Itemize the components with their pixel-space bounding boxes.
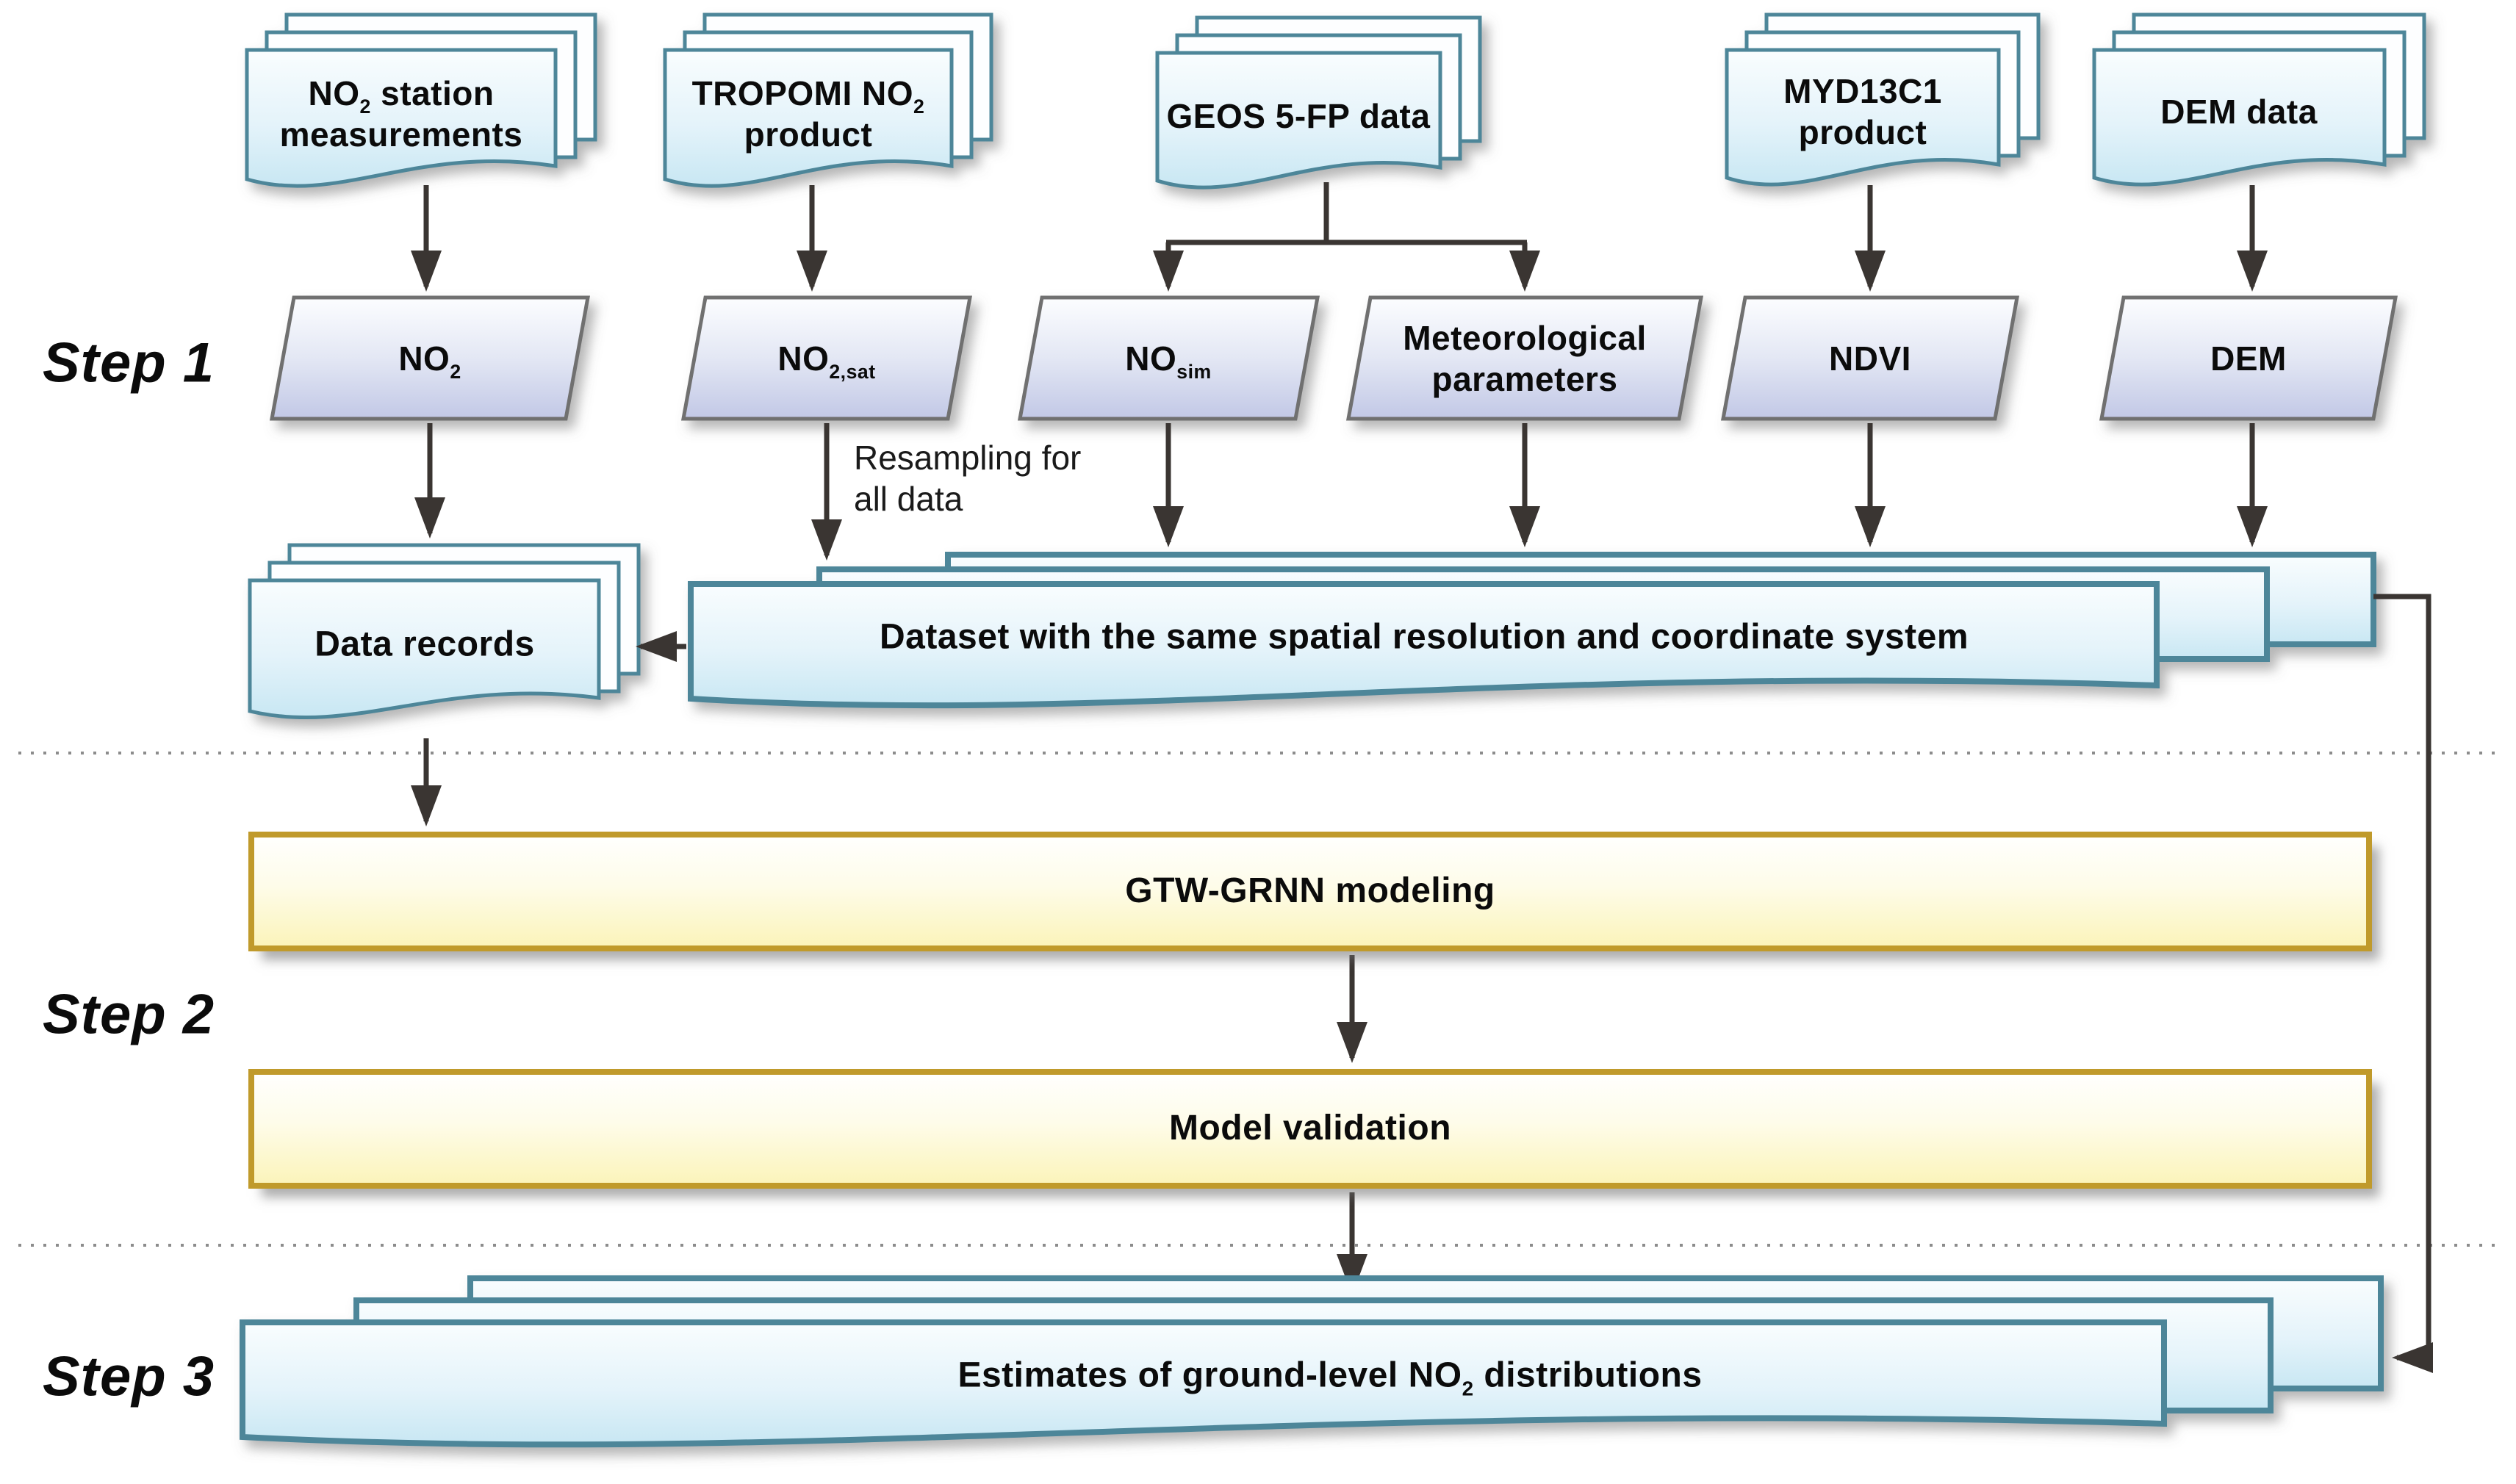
variable-label-ndvi: NDVI <box>1829 339 1911 378</box>
connector-dataset-to-estimates <box>2373 594 2433 1373</box>
variable-label-meteo: Meteorological parameters <box>1403 318 1647 398</box>
connector-geos-split <box>1166 182 1527 245</box>
source-doc-myd13c1 <box>1725 12 2041 187</box>
source-label-tropomi: TROPOMI NO2 product <box>691 73 925 154</box>
source-doc-geos <box>1155 15 1482 190</box>
source-label-dem: DEM data <box>2160 92 2318 131</box>
data-records-label: Data records <box>314 624 535 664</box>
step3-label: Step 3 <box>42 1345 215 1408</box>
source-doc-no2-station <box>245 12 597 188</box>
step2-label: Step 2 <box>42 983 215 1046</box>
parallelogram-no2 <box>270 295 590 421</box>
parallelogram-dem <box>2099 295 2398 421</box>
source-label-geos: GEOS 5-FP data <box>1166 96 1431 135</box>
source-doc-dem <box>2092 12 2426 187</box>
variable-label-nosim: NOsim <box>1125 339 1212 383</box>
modeling-label: GTW-GRNN modeling <box>1125 871 1495 911</box>
validation-box: Model validation <box>248 1069 2372 1189</box>
dataset-label: Dataset with the same spatial resolution… <box>879 617 1969 657</box>
data-records-doc-stack <box>248 543 641 720</box>
step1-label: Step 1 <box>42 331 215 395</box>
modeling-box: GTW-GRNN modeling <box>248 832 2372 951</box>
dataset-doc-stack <box>688 552 2376 709</box>
variable-label-no2sat: NO2,sat <box>777 339 876 383</box>
validation-label: Model validation <box>1168 1109 1452 1148</box>
resampling-note: Resampling for all data <box>854 439 1082 519</box>
source-label-myd13c1: MYD13C1 product <box>1783 71 1942 151</box>
variable-label-no2: NO2 <box>398 339 461 383</box>
source-label-no2-station: NO2 station measurements <box>279 73 523 154</box>
estimates-label: Estimates of ground-level NO2 distributi… <box>957 1355 1703 1400</box>
source-doc-tropomi <box>663 12 993 188</box>
parallelogram-nosim <box>1018 295 1320 421</box>
parallelogram-ndvi <box>1721 295 2019 421</box>
parallelogram-no2sat <box>681 295 972 421</box>
variable-label-dem: DEM <box>2210 339 2287 378</box>
estimates-doc-stack <box>240 1275 2384 1448</box>
parallelogram-meteo <box>1346 295 1703 421</box>
